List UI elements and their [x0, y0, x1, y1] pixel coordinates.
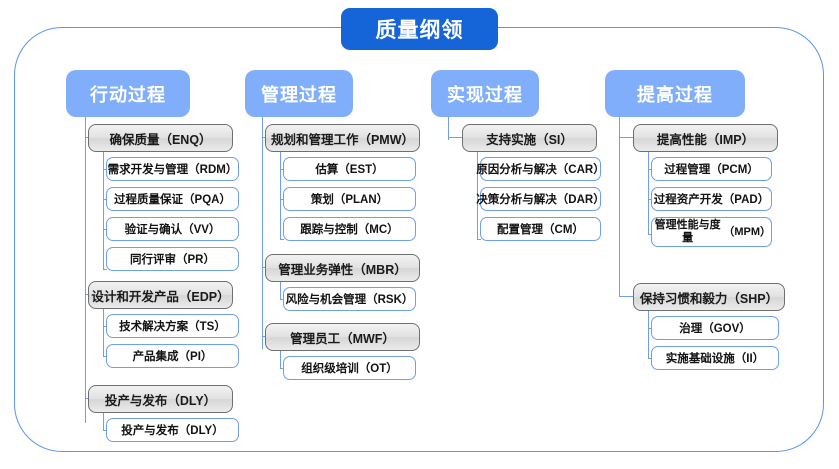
connector-dar — [477, 199, 481, 201]
leaf-box-plan[interactable]: 策划（PLAN） — [283, 187, 416, 211]
connector-pmw — [262, 137, 266, 139]
leaf-box-dly[interactable]: 投产与发布（DLY） — [106, 418, 239, 442]
subtrunk-line-imp — [648, 152, 650, 234]
column-header-action[interactable]: 行动过程 — [66, 70, 190, 117]
leaf-box-ii[interactable]: 实施基础设施（II） — [651, 346, 779, 370]
connector-gov — [648, 328, 652, 330]
leaf-box-gov[interactable]: 治理（GOV） — [651, 316, 779, 340]
connector-ts — [103, 326, 107, 328]
connector-est — [280, 169, 284, 171]
leaf-box-ts[interactable]: 技术解决方案（TS） — [106, 314, 239, 338]
trunk-line-col3 — [448, 117, 450, 140]
subtrunk-line-pmw — [280, 152, 282, 239]
connector-mc — [280, 239, 284, 241]
connector-dly-group — [85, 398, 89, 400]
trunk-line-col1 — [85, 117, 87, 423]
leaf-box-ot[interactable]: 组织级培训（OT） — [283, 356, 416, 380]
connector-ii — [648, 358, 652, 360]
leaf-box-pr[interactable]: 同行评审（PR） — [106, 247, 239, 271]
leaf-box-rdm[interactable]: 需求开发与管理（RDM） — [106, 157, 239, 181]
column-header-improve[interactable]: 提高过程 — [605, 70, 745, 117]
group-box-enq[interactable]: 确保质量（ENQ） — [88, 124, 233, 152]
subtrunk-line-mbr — [280, 282, 282, 299]
connector-ot — [280, 368, 284, 370]
leaf-box-dar[interactable]: 决策分析与解决（DAR） — [476, 187, 605, 211]
connector-pr — [103, 269, 107, 271]
leaf-box-mc[interactable]: 跟踪与控制（MC） — [283, 217, 416, 241]
connector-edp — [85, 294, 89, 296]
connector-shp — [619, 296, 635, 298]
leaf-box-cm[interactable]: 配置管理（CM） — [480, 217, 601, 241]
connector-rsk — [280, 299, 284, 301]
connector-pcm — [648, 169, 652, 171]
subtrunk-line-mwf — [280, 351, 282, 368]
connector-car — [477, 169, 481, 171]
column-header-implement[interactable]: 实现过程 — [431, 70, 539, 117]
connector-pad — [648, 199, 652, 201]
connector-si — [448, 137, 464, 139]
leaf-box-mpm-line1: 管理性能与度量 — [654, 219, 721, 244]
connector-mbr — [262, 267, 266, 269]
leaf-box-mpm[interactable]: 管理性能与度量 （MPM） — [651, 217, 772, 247]
connector-pi — [103, 356, 107, 358]
leaf-box-pqa[interactable]: 过程质量保证（PQA） — [106, 187, 239, 211]
leaf-box-pcm[interactable]: 过程管理（PCM） — [651, 157, 772, 181]
leaf-box-est[interactable]: 估算（EST） — [283, 157, 416, 181]
group-box-shp[interactable]: 保持习惯和毅力（SHP） — [633, 283, 785, 311]
leaf-box-car[interactable]: 原因分析与解决（CAR） — [476, 157, 605, 181]
subtrunk-line-shp — [648, 311, 650, 358]
leaf-box-pi[interactable]: 产品集成（PI） — [106, 344, 239, 368]
connector-plan — [280, 199, 284, 201]
connector-vv — [103, 229, 107, 231]
leaf-box-mpm-line2: （MPM） — [723, 225, 771, 238]
connector-imp — [619, 137, 635, 139]
connector-dly-leaf — [103, 430, 107, 432]
leaf-box-pad[interactable]: 过程资产开发（PAD） — [651, 187, 772, 211]
subtrunk-line-dly — [103, 413, 105, 430]
connector-enq — [85, 137, 89, 139]
subtrunk-line-edp — [103, 309, 105, 356]
group-box-mwf[interactable]: 管理员工（MWF） — [265, 323, 420, 351]
connector-cm — [477, 239, 481, 241]
group-box-si[interactable]: 支持实施（SI） — [462, 124, 597, 152]
leaf-box-vv[interactable]: 验证与确认（VV） — [106, 217, 239, 241]
group-box-imp[interactable]: 提高性能（IMP） — [633, 124, 778, 152]
group-box-edp[interactable]: 设计和开发产品（EDP） — [88, 281, 233, 309]
connector-pqa — [103, 199, 107, 201]
subtrunk-line-enq — [103, 152, 105, 269]
connector-rdm — [103, 169, 107, 171]
connector-mpm — [648, 234, 652, 236]
leaf-box-rsk[interactable]: 风险与机会管理（RSK） — [283, 287, 416, 311]
root-title-box[interactable]: 质量纲领 — [341, 8, 498, 50]
group-box-pmw[interactable]: 规划和管理工作（PMW） — [265, 124, 420, 152]
group-box-mbr[interactable]: 管理业务弹性（MBR） — [265, 254, 420, 282]
trunk-line-col2 — [262, 117, 264, 349]
column-header-manage[interactable]: 管理过程 — [245, 70, 353, 117]
group-box-dly[interactable]: 投产与发布（DLY） — [88, 385, 233, 413]
trunk-line-col4 — [619, 117, 621, 297]
connector-mwf — [262, 336, 266, 338]
subtrunk-line-si — [477, 152, 479, 239]
